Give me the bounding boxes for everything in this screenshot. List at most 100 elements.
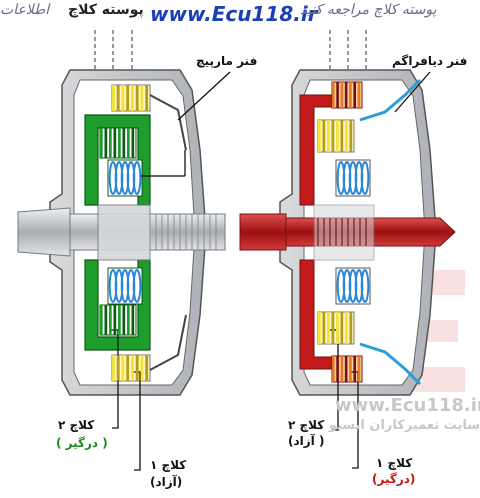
left-coil-spring-top (107, 159, 143, 197)
left-clutch1-plate (112, 355, 115, 381)
left-clutch1-plate (140, 85, 144, 111)
left-clutch1-plate (112, 85, 115, 111)
right-clutch2-plate (336, 312, 339, 344)
left-input-shaft-stub (17, 207, 71, 257)
label-right-clutch2-state: ( آزاد) (288, 434, 325, 448)
header-banner: اطلاعات پوسته کلاچ www.Ecu118.ir پوسته ک… (0, 0, 480, 26)
right-clutch2-plate (349, 120, 353, 152)
left-clutch1-plate (126, 85, 130, 111)
label-right-clutch1-name: کلاچ ۱ (376, 456, 413, 470)
left-clutch2-plate (127, 305, 130, 335)
right-diaphragm-spring-top (359, 78, 422, 122)
left-clutch2-plate (118, 128, 121, 158)
left-hub (97, 204, 151, 261)
left-clutch2-plate (118, 305, 121, 335)
right-clutch1-plate (357, 356, 361, 382)
right-clutch1-plate (357, 82, 361, 108)
right-clutch2-plate (345, 312, 348, 344)
right-clutch2-plate (349, 312, 353, 344)
right-clutch1-plate (349, 356, 352, 382)
right-clutch1-plate (340, 82, 344, 108)
right-coil-turn (360, 269, 370, 303)
left-clutch1-plate (140, 355, 144, 381)
right-spring-leader (394, 71, 431, 113)
right-coil-turn (360, 161, 370, 195)
right-input-shaft-stub (239, 213, 287, 251)
left-coil-spring-bottom (107, 267, 143, 305)
left-clutch2-plate (131, 128, 135, 158)
right-clutch2-plate (327, 312, 330, 344)
label-right-clutch1-state: (درگیر) (372, 472, 416, 486)
left-clutch1-plate (116, 85, 120, 111)
left-clutch2-plate (131, 305, 135, 335)
right-clutch2-plate (336, 120, 339, 152)
banner-text-far-left: اطلاعات (0, 2, 50, 18)
right-clutch2-plate (327, 120, 330, 152)
right-clutch2-plate (331, 312, 335, 344)
right-clutch1-plate (340, 356, 344, 382)
left-clutch1-plate (131, 85, 134, 111)
right-clutch2-plate (331, 120, 335, 152)
left-clutch1-plate (121, 355, 125, 381)
label-right-clutch2-name: کلاچ ۲ (288, 418, 325, 432)
right-clutch1-plate (332, 356, 335, 382)
right-clutch2-plate (318, 120, 321, 152)
right-clutch1-plate (344, 356, 348, 382)
right-clutch1-plate (349, 82, 352, 108)
right-hub (313, 204, 375, 261)
left-clutch1-plate (145, 355, 149, 381)
left-clutch1-plate (126, 355, 130, 381)
right-clutch2-plate (322, 120, 326, 152)
right-diaphragm-spring-bottom (359, 342, 422, 386)
label-left-clutch1-state: (آزاد) (150, 475, 183, 489)
right-clutch1-plate (353, 82, 356, 108)
left-spring-leader (177, 71, 231, 121)
banner-url[interactable]: www.Ecu118.ir (150, 2, 318, 26)
right-clutch1-plate (336, 82, 339, 108)
right-clutch1-plate (344, 82, 348, 108)
left-diaphragm-edges (149, 94, 187, 371)
right-clutch2-plate (318, 312, 321, 344)
left-clutch2-plate (113, 305, 117, 335)
label-coil-spring: فنر مارپیچ (196, 54, 258, 68)
right-coil-spring-bottom (335, 267, 371, 305)
diagram-details (100, 82, 370, 382)
label-left-clutch1-name: کلاچ ۱ (150, 458, 187, 472)
left-clutch1-plate (121, 85, 125, 111)
right-clutch2-plate (322, 312, 326, 344)
watermark-text: سایت تعمیرکاران ایسیو (328, 418, 480, 433)
watermark-url: www.Ecu118.ir (335, 395, 480, 416)
left-clutch2-plate (100, 305, 103, 335)
left-clutch2-plate (109, 305, 112, 335)
banner-text-left: پوسته کلاچ (68, 2, 144, 18)
label-left-clutch2-state: ( درگیر ) (56, 436, 108, 450)
right-clutch1-plate (332, 82, 335, 108)
left-clutch1-plate (135, 85, 139, 111)
label-left-clutch2-name: کلاچ ۲ (58, 418, 95, 432)
left-green-carrier-top (84, 114, 151, 206)
left-coil-turn (132, 161, 142, 195)
right-clutch2-plate (340, 120, 344, 152)
left-clutch2-plate (122, 128, 126, 158)
left-clutch1-plate (131, 355, 134, 381)
left-clutch2-plate (109, 128, 112, 158)
left-clutch1-plate (116, 355, 120, 381)
left-clutch1-plate (145, 85, 149, 111)
right-clutch2-plate (340, 312, 344, 344)
right-coil-spring-top (335, 159, 371, 197)
left-clutch2-plate (104, 128, 108, 158)
left-clutch2-plate (122, 305, 126, 335)
left-coil-turn (132, 269, 142, 303)
right-clutch2-plate (345, 120, 348, 152)
left-clutch2-plate (113, 128, 117, 158)
right-clutch1-plate (353, 356, 356, 382)
left-clutch2-plate (104, 305, 108, 335)
left-clutch2-plate (127, 128, 130, 158)
left-clutch1-plate (135, 355, 139, 381)
label-diaphragm-spring: فنر دیافراگم (392, 54, 468, 68)
right-clutch1-plate (336, 356, 339, 382)
left-clutch2-plate (100, 128, 103, 158)
banner-text-right: پوسته کلاچ مراجعه کنید (300, 2, 437, 18)
